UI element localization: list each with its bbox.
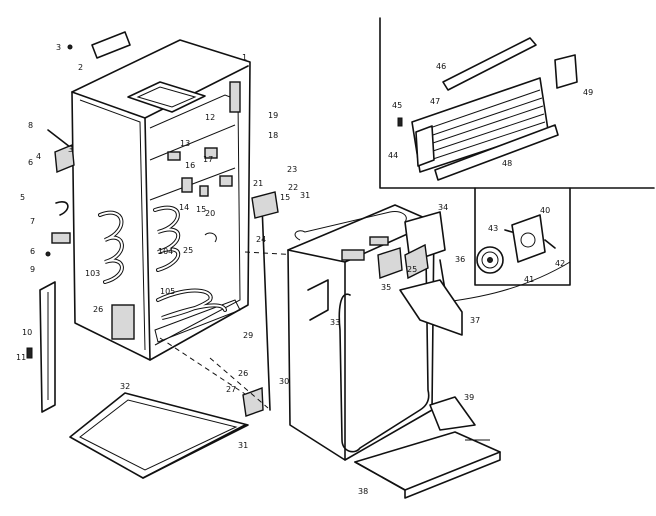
part-label: 24 (256, 235, 266, 244)
part-label: 35 (381, 283, 391, 292)
part-labels: 3 2 1 12 19 18 13 17 16 14 15 20 21 23 2… (16, 43, 593, 496)
part-label: 37 (470, 316, 480, 325)
part-label: 42 (555, 259, 565, 268)
part-label: 15 (196, 205, 206, 214)
part-label: 34 (438, 203, 448, 212)
part-label: 18 (268, 131, 278, 140)
cabinet-hardware (111, 81, 241, 340)
part-label: 17 (203, 155, 213, 164)
evaporator-coil-side (98, 210, 124, 284)
cabinet-shelf (69, 392, 249, 479)
hinge-bar (242, 191, 279, 417)
part-label: 31 (300, 191, 310, 200)
part-label: 43 (488, 224, 498, 233)
part-label: 45 (392, 101, 402, 110)
part-label: 47 (430, 97, 440, 106)
part-label: 26 (93, 305, 103, 314)
part-label: 16 (185, 161, 195, 170)
part-label: 2 (78, 63, 83, 72)
part-label: 104 (158, 247, 173, 256)
part-label: 36 (455, 255, 465, 264)
part-label: 105 (160, 287, 175, 296)
part-label: 33 (330, 318, 340, 327)
part-label: 32 (120, 382, 130, 391)
grille-parts (397, 37, 578, 181)
part-label: 5 (20, 193, 25, 202)
part-label: 44 (388, 151, 398, 160)
part-label: 10 (22, 328, 32, 337)
part-label: 21 (253, 179, 263, 188)
part-label: 1 (242, 53, 247, 62)
part-label: 3 (56, 43, 61, 52)
part-label: 6 (30, 247, 35, 256)
part-label: 13 (180, 139, 190, 148)
part-label: 15 (280, 193, 290, 202)
part-label: 25 (407, 265, 417, 274)
part-label: 38 (358, 487, 368, 496)
part-label: 40 (540, 206, 550, 215)
part-label: 23 (287, 165, 297, 174)
cabinet-liner (71, 39, 251, 361)
door-bottom-panels (354, 396, 501, 499)
door-hardware (377, 211, 463, 336)
part-label: 29 (243, 331, 253, 340)
evaporator-coil-bottom (156, 288, 227, 320)
part-label: 31 (238, 441, 248, 450)
part-label: 48 (502, 159, 512, 168)
part-label: 20 (205, 209, 215, 218)
part-label: 39 (464, 393, 474, 402)
part-label: 103 (85, 269, 100, 278)
part-label: 7 (30, 217, 35, 226)
part-label: 6 (28, 158, 33, 167)
part-label: 30 (279, 377, 289, 386)
part-label: 25 (183, 246, 193, 255)
part-label: 26 (238, 369, 248, 378)
part-label: 9 (30, 265, 35, 274)
part-label: 41 (524, 275, 534, 284)
part-label: 22 (288, 183, 298, 192)
part-label: 11 (16, 353, 26, 362)
part-label: 19 (268, 111, 278, 120)
part-label: 14 (179, 203, 189, 212)
part-label: 46 (436, 62, 446, 71)
part-label: 8 (28, 121, 33, 130)
grille-inset-frame (379, 17, 655, 189)
fan-motor (476, 214, 556, 274)
part-label: 4 (36, 152, 41, 161)
part-label: 3 (68, 145, 73, 154)
part-label: 27 (226, 385, 236, 394)
part-label: 12 (205, 113, 215, 122)
evaporator-coil-inner (153, 205, 180, 272)
part-label: 49 (583, 88, 593, 97)
left-hardware (26, 31, 131, 413)
